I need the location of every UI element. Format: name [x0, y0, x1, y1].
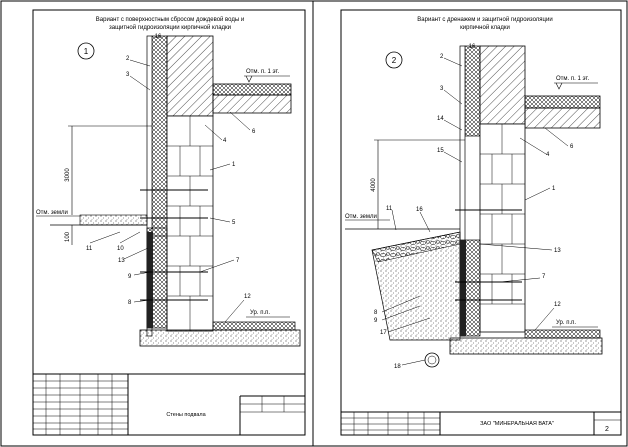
left-callout-10: 10	[117, 246, 124, 252]
left-floor-slab	[212, 94, 292, 114]
left-stamp-name: Стены подвала	[166, 412, 206, 418]
left-blind-area	[79, 214, 148, 226]
left-callout-6: 6	[252, 129, 256, 135]
left-callout-4: 4	[223, 138, 227, 144]
right-upper-wall	[479, 45, 526, 125]
right-callout-2: 2	[440, 54, 444, 60]
right-insulation-layer	[464, 45, 481, 137]
right-title-line2: кирпичной кладки	[460, 24, 510, 31]
left-callout-11: 11	[86, 246, 93, 252]
right-callout-9: 9	[374, 318, 378, 324]
left-dim-small: 100	[65, 231, 71, 242]
right-callout-3: 3	[440, 86, 444, 92]
left-level-floor1: Отм. п. 1 эт.	[246, 69, 279, 75]
right-company-name: ЗАО "МИНЕРАЛЬНАЯ ВАТА"	[480, 421, 554, 427]
left-title-line1: Вариант с поверхностным сбросом дождевой…	[96, 16, 244, 23]
right-title-block	[340, 411, 622, 436]
right-callout-17: 17	[380, 330, 387, 336]
left-upper-wall	[166, 35, 214, 117]
right-callout-12: 12	[554, 302, 561, 308]
left-floor-screed	[212, 83, 292, 96]
left-title-line2: защитной гидроизоляции кирпичной кладки	[109, 24, 231, 31]
right-callout-7: 7	[542, 274, 546, 280]
right-drain-pipe	[424, 352, 440, 368]
right-callout-16: 16	[416, 207, 423, 213]
left-title-block	[32, 373, 306, 436]
left-callout-1: 1	[232, 162, 236, 168]
left-basement-floor	[212, 321, 296, 331]
right-basement-floor	[524, 329, 601, 339]
left-callout-7: 7	[236, 258, 240, 264]
right-callout-6: 6	[570, 144, 574, 150]
left-callout-3: 3	[126, 72, 130, 78]
right-sheet: Вариант с дренажем и защитной гидроизоля…	[340, 9, 622, 436]
right-callout-18: 18	[394, 364, 401, 370]
right-variant-circle	[385, 51, 403, 69]
left-waterproofing	[147, 232, 153, 328]
right-callout-13: 13	[554, 248, 561, 254]
right-callout-11: 11	[386, 206, 393, 212]
right-title-line1: Вариант с дренажем и защитной гидроизоля…	[417, 16, 552, 23]
left-callout-8: 8	[128, 300, 132, 306]
right-sheet-number: 2	[605, 426, 609, 433]
right-floor-screed	[524, 95, 601, 109]
left-level-basement: Ур. п.п.	[250, 310, 270, 316]
left-variant-number: 1	[84, 47, 89, 56]
right-dim-top: 16	[469, 44, 476, 50]
left-callout-9: 9	[128, 274, 132, 280]
right-level-ground: Отм. земли	[345, 214, 377, 220]
left-footing	[139, 329, 301, 347]
right-variant-number: 2	[392, 56, 397, 65]
left-variant-circle	[77, 42, 95, 60]
left-brick-wall	[166, 115, 214, 332]
left-dim-height: 3000	[65, 168, 71, 182]
right-callout-14: 14	[437, 116, 444, 122]
left-level-ground: Отм. земли	[36, 210, 68, 216]
left-insulation-layer	[151, 35, 168, 237]
left-sheet: Вариант с поверхностным сбросом дождевой…	[32, 9, 306, 436]
right-brick-wall	[479, 123, 526, 333]
right-callout-8: 8	[374, 310, 378, 316]
left-callout-13: 13	[118, 258, 125, 264]
right-waterproofing	[460, 240, 466, 336]
right-callout-1: 1	[552, 186, 556, 192]
right-callout-4: 4	[546, 152, 550, 158]
right-level-floor1: Отм. п. 1 эт.	[556, 76, 589, 82]
left-callout-12: 12	[244, 294, 251, 300]
left-callout-2: 2	[126, 56, 130, 62]
right-level-basement: Ур. п.п.	[556, 320, 576, 326]
left-dim-top: 16	[155, 34, 162, 40]
right-footing	[449, 337, 603, 355]
left-callout-5: 5	[232, 220, 236, 226]
right-floor-slab	[524, 107, 601, 129]
right-dim-height: 4000	[371, 178, 377, 192]
right-callout-15: 15	[437, 148, 444, 154]
